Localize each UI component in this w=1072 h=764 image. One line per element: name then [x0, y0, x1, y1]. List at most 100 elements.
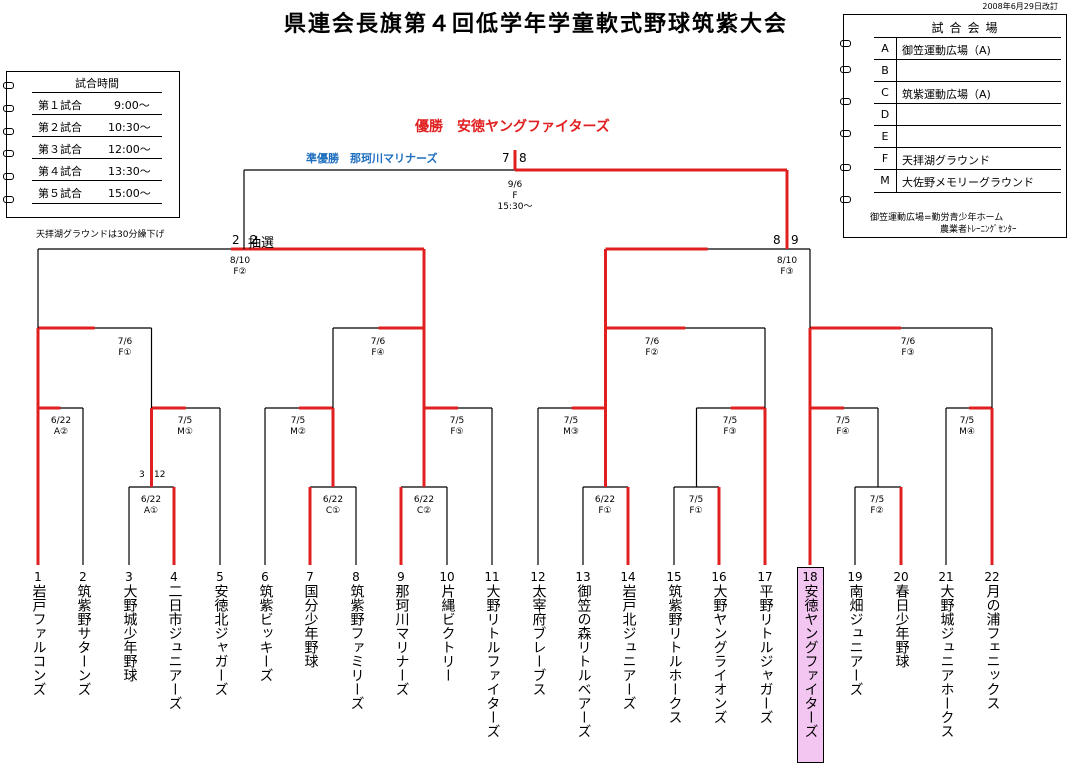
venue-divider	[896, 37, 897, 192]
binder-ring	[3, 105, 14, 112]
match-label: 7/5 M③	[563, 416, 579, 437]
team-number: 18	[802, 570, 818, 584]
team-number: 11	[484, 570, 500, 584]
team-number: 1	[34, 570, 42, 584]
team-name: 安徳北ジャガーズ	[212, 584, 229, 696]
match-label: 6/22 A②	[50, 416, 72, 437]
venue-code: F	[881, 152, 889, 165]
team-name: 御笠の森リトルベアーズ	[575, 584, 592, 738]
team-name: 安徳ヤングファイターズ	[802, 584, 819, 738]
team-number: 6	[261, 570, 269, 584]
venue-code: E	[881, 130, 889, 143]
binder-ring	[3, 128, 14, 135]
binder-ring	[840, 196, 851, 203]
team-name: 岩戸北ジュニアーズ	[620, 584, 637, 710]
match-label: 7/6 F②	[644, 337, 660, 358]
match-label: 7/5 F④	[835, 416, 851, 437]
schedule-game: 第２試合	[38, 121, 82, 134]
team-number: 7	[306, 570, 314, 584]
match-label: 6/22 C②	[413, 495, 435, 516]
team-number: 4	[170, 570, 178, 584]
match-label: 6/22 A①	[140, 495, 162, 516]
final-score-left: 7	[502, 151, 510, 165]
binder-ring	[3, 82, 14, 89]
team-name: 筑紫野サターンズ	[75, 584, 92, 696]
page-title: 県連会長旗第４回低学年学童軟式野球筑紫大会	[283, 12, 788, 37]
team-number: 12	[530, 570, 546, 584]
team-name: 平野リトルジャガーズ	[757, 584, 774, 724]
semifinal-score-right: 9	[791, 233, 799, 247]
match-label: 6/22 F①	[594, 495, 616, 516]
team-name: 大野リトルファイターズ	[484, 584, 501, 738]
team-name: 筑紫野リトルホークス	[666, 584, 683, 724]
match-label: 7/5 M①	[177, 416, 193, 437]
venue-row: B	[874, 59, 1061, 82]
venue-code: C	[881, 86, 889, 99]
team-name: 南畑ジュニアーズ	[847, 584, 864, 696]
venue-row: E	[874, 125, 1061, 148]
schedule-game: 第４試合	[38, 165, 82, 178]
venue-row: C 筑紫運動広場（A)	[874, 81, 1061, 104]
schedule-game: 第１試合	[38, 99, 82, 112]
champion-label: 優勝 安徳ヤングファイターズ	[415, 119, 610, 135]
semifinal-score-left: 2	[232, 233, 240, 247]
venue-code: B	[881, 64, 889, 77]
team-number: 16	[711, 570, 727, 584]
venue-code: M	[880, 174, 890, 187]
match-label: 7/5 F②	[869, 495, 885, 516]
match-label: 7/5 M②	[290, 416, 306, 437]
team-number: 3	[125, 570, 133, 584]
schedule-time: 15:00～	[108, 187, 151, 200]
match-label: 7/6 F④	[370, 337, 386, 358]
binder-ring	[3, 196, 14, 203]
team-number: 9	[397, 570, 405, 584]
schedule-time: 10:30～	[108, 121, 151, 134]
venue-title: 試合会場	[931, 21, 1004, 35]
venue-name: 天拝湖グラウンド	[902, 154, 990, 167]
venue-name: 御笠運動広場（A)	[902, 44, 991, 57]
venue-name: 筑紫運動広場（A)	[902, 88, 991, 101]
team-number: 5	[216, 570, 224, 584]
venue-note: 御笠運動広場=勤労青少年ホーム	[870, 213, 1004, 223]
schedule-note: 天拝湖グラウンドは30分繰下げ	[36, 230, 165, 240]
team-number: 22	[984, 570, 1000, 584]
binder-ring	[3, 150, 14, 157]
team-name: 月の浦フェニックス	[984, 584, 1001, 710]
venue-row: D	[874, 103, 1061, 126]
schedule-row: 第３試合 12:00～	[32, 136, 162, 159]
team-name: 大野城少年野球	[121, 584, 138, 682]
binder-ring	[840, 98, 851, 105]
semifinal-match-label: 8/10 F③	[776, 256, 798, 277]
venue-note: 農業者ﾄﾚｰﾆﾝｸﾞｾﾝﾀｰ	[940, 225, 1017, 235]
team-number: 17	[757, 570, 773, 584]
schedule-game: 第３試合	[38, 143, 82, 156]
schedule-time: 12:00～	[108, 143, 151, 156]
team-name: 岩戸ファルコンズ	[30, 584, 47, 696]
binder-ring	[3, 173, 14, 180]
team-name: 太宰府ブレーブス	[530, 584, 547, 696]
binder-ring	[840, 40, 851, 47]
team-name: 筑紫野ファミリーズ	[348, 584, 365, 710]
lottery-note: 抽選	[248, 236, 275, 251]
extra-score-left: 3	[139, 470, 145, 480]
